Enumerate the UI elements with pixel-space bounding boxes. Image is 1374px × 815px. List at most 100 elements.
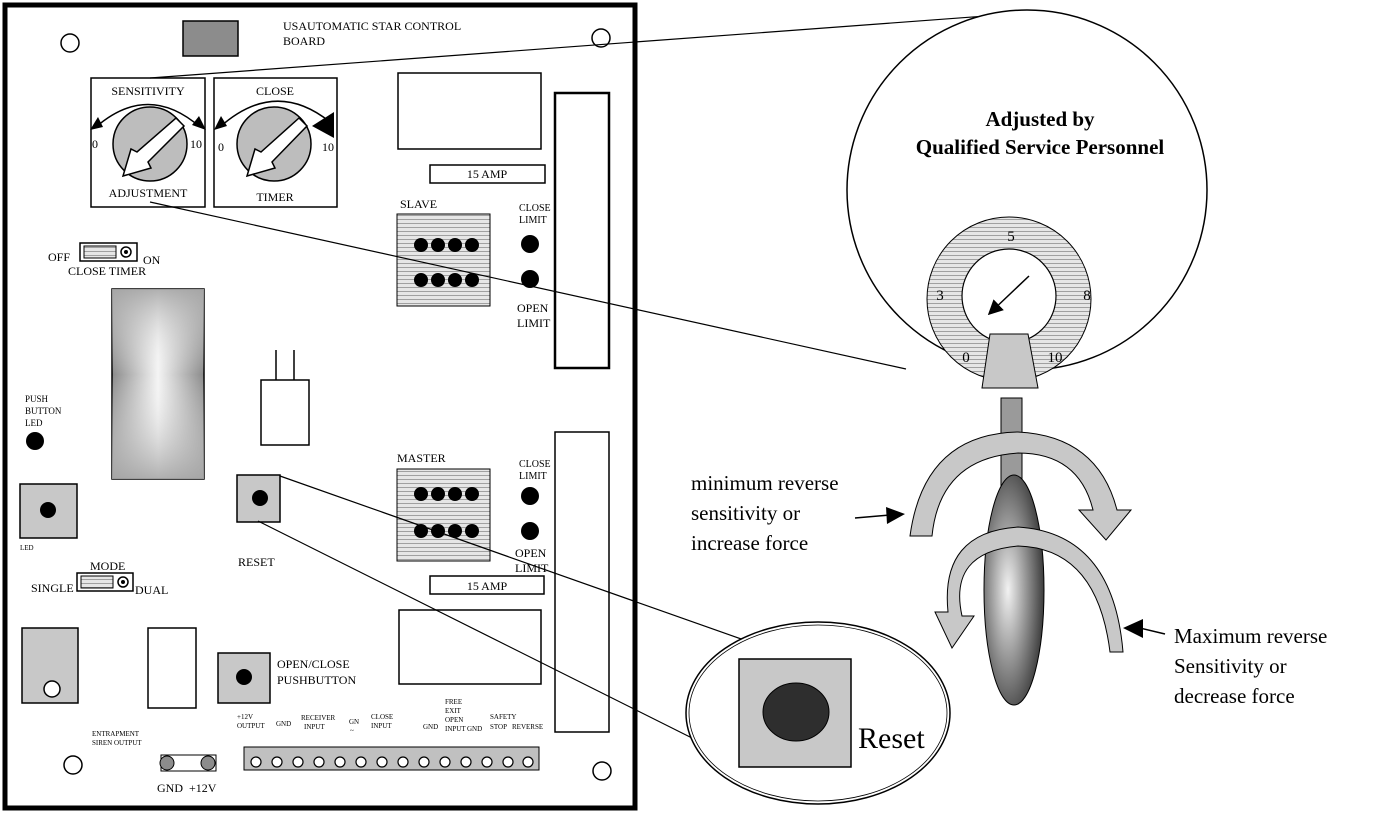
min-reverse-line2: sensitivity or [691, 501, 800, 525]
svg-text:INPUT: INPUT [304, 723, 325, 731]
svg-text:EXIT: EXIT [445, 707, 462, 715]
svg-text:+12V: +12V [237, 713, 253, 721]
close-timer-switch[interactable] [79, 242, 138, 262]
fuse-15amp-bottom [429, 575, 545, 595]
connector-strip-top [553, 91, 611, 370]
magnified-dial-pointer [987, 275, 1030, 316]
master-open-limit-1: OPEN [515, 546, 547, 560]
push-button-led [26, 432, 44, 450]
siren-line1: ENTRAPMENT [92, 730, 140, 738]
transformer-block [147, 627, 197, 709]
svg-text:OPEN: OPEN [445, 716, 463, 724]
timer-max-label: 10 [322, 140, 334, 154]
rotate-clockwise-arrow-icon [934, 526, 1124, 653]
relay-block [397, 72, 542, 150]
adjusted-by-line2: Qualified Service Personnel [916, 135, 1165, 159]
mode-single-label: SINGLE [31, 581, 74, 595]
min-reverse-arrow-icon [854, 514, 891, 519]
close-timer-caption: CLOSE TIMER [68, 264, 146, 278]
capacitor-component [260, 350, 310, 446]
terminal-labels: +12V OUTPUT GND RECEIVER INPUT GN ~ CLOS… [237, 698, 543, 735]
push-button-led-line3: LED [25, 418, 43, 428]
arrow-head-icon [1123, 619, 1143, 638]
arrow-head-icon [214, 116, 227, 130]
master-label: MASTER [397, 451, 446, 465]
slave-open-limit-2: LIMIT [517, 316, 551, 330]
svg-text:GN: GN [349, 718, 359, 726]
min-reverse-line1: minimum reverse [691, 471, 839, 495]
timer-label: TIMER [256, 190, 293, 204]
pointer-arrow-icon [245, 116, 309, 178]
reset-callout: Reset [685, 621, 951, 805]
master-close-limit-2: LIMIT [519, 471, 547, 482]
svg-text:RECEIVER: RECEIVER [301, 714, 336, 722]
pushbutton-line2: PUSHBUTTON [277, 673, 356, 687]
terminal-strip [243, 746, 540, 771]
arrow-head-icon [192, 116, 206, 130]
adjusted-by-line1: Adjusted by [985, 107, 1095, 131]
push-button-led-line2: BUTTON [25, 406, 62, 416]
dial-scale-bottom-right: 10 [1048, 350, 1063, 366]
svg-text:~: ~ [350, 727, 354, 735]
max-reverse-line2: Sensitivity or [1174, 654, 1287, 678]
master-close-limit-led [521, 487, 539, 505]
large-relay [111, 288, 205, 480]
board-chip [182, 20, 239, 57]
close-timer-off-label: OFF [48, 250, 70, 264]
connector-strip-bottom [554, 431, 610, 733]
terminal-block-left [21, 627, 79, 704]
slave-open-limit-led [521, 270, 539, 288]
close-timer-on-label: ON [143, 253, 161, 267]
relay-block [398, 609, 542, 685]
fuse-bottom-label: 15 AMP [467, 579, 508, 593]
sensitivity-adjustment-dial[interactable]: SENSITIVITY 0 10 ADJUSTMENT [90, 77, 206, 208]
svg-text:CLOSE: CLOSE [371, 713, 393, 721]
led-label: LED [20, 544, 34, 552]
mode-switch[interactable] [76, 572, 134, 592]
reset-callout-label: Reset [858, 722, 925, 755]
slave-open-limit-1: OPEN [517, 301, 549, 315]
svg-text:REVERSE: REVERSE [512, 723, 543, 731]
slave-close-limit-led [521, 235, 539, 253]
mounting-hole [592, 761, 612, 781]
svg-text:OUTPUT: OUTPUT [237, 722, 265, 730]
timer-min-label: 0 [218, 140, 224, 154]
close-timer-dial[interactable]: CLOSE 0 10 TIMER [213, 77, 338, 208]
sensitivity-label: SENSITIVITY [111, 84, 185, 98]
max-reverse-arrow-icon [1139, 627, 1166, 635]
mounting-hole [591, 28, 611, 48]
slave-close-limit-2: LIMIT [519, 215, 547, 226]
led-block [19, 483, 78, 539]
open-close-pushbutton[interactable] [217, 652, 271, 704]
svg-text:STOP: STOP [490, 723, 507, 731]
reset-button[interactable] [236, 474, 281, 523]
svg-text:INPUT: INPUT [445, 725, 466, 733]
magnified-knob-stem [981, 333, 1039, 389]
push-button-led-line1: PUSH [25, 394, 49, 404]
board-title-line1: USAUTOMATIC STAR CONTROL [283, 19, 461, 33]
dial-scale-right: 8 [1083, 288, 1091, 304]
adjustment-label: ADJUSTMENT [109, 186, 188, 200]
fuse-15amp-top [429, 164, 546, 184]
dial-scale-bottom-left: 0 [962, 350, 970, 366]
svg-text:SAFETY: SAFETY [490, 713, 516, 721]
svg-text:GND: GND [467, 725, 482, 733]
svg-text:FREE: FREE [445, 698, 462, 706]
power-terminals [159, 754, 217, 772]
mode-dual-label: DUAL [135, 583, 168, 597]
siren-line2: SIREN OUTPUT [92, 739, 142, 747]
power-terminals-label: GND +12V [157, 781, 217, 795]
sensitivity-max-label: 10 [190, 137, 202, 151]
mounting-hole [63, 755, 83, 775]
svg-text:INPUT: INPUT [371, 722, 392, 730]
master-open-limit-led [521, 522, 539, 540]
magnifier-circle: Adjusted by Qualified Service Personnel … [846, 9, 1208, 389]
svg-text:GND: GND [276, 720, 291, 728]
master-close-limit-1: CLOSE [519, 459, 551, 470]
svg-text:GND: GND [423, 723, 438, 731]
arrow-head-icon [886, 507, 905, 524]
arrow-head-icon [312, 112, 334, 138]
board-title-line2: BOARD [283, 34, 325, 48]
dial-scale-top: 5 [1007, 229, 1015, 245]
